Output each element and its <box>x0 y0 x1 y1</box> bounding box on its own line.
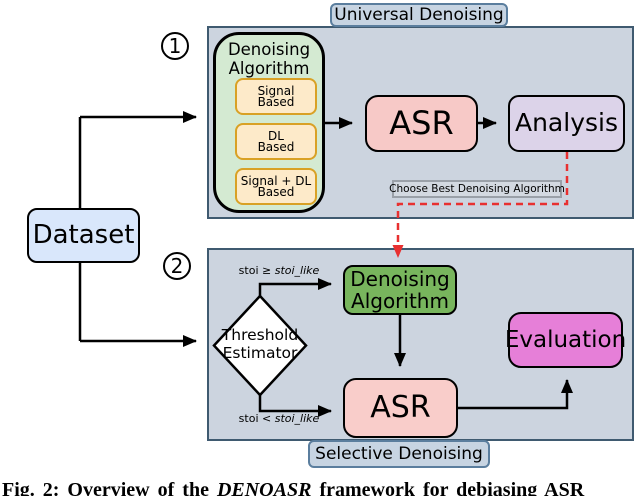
asr1-label: ASR <box>389 103 454 142</box>
choose-best-denoising-label: Choose Best Denoising Algorithm <box>389 180 565 198</box>
dataset-node: Dataset <box>27 208 140 263</box>
step-2-badge: 2 <box>163 252 191 280</box>
caption-framework-name: DENOASR <box>216 479 312 496</box>
step-1-badge: 1 <box>161 32 189 60</box>
denoising-algorithm-title-line2: Algorithm <box>228 59 310 78</box>
condition-top-variable: stoi_like <box>274 264 320 277</box>
threshold-line2: Estimator <box>222 343 298 362</box>
step-2-number: 2 <box>170 254 184 278</box>
evaluation-label: Evaluation <box>504 326 627 353</box>
dl-based-line2: Based <box>257 139 295 154</box>
asr-node-selective: ASR <box>343 378 458 438</box>
signal-dl-based-line1: Signal + DL <box>240 173 312 188</box>
signal-dl-based-line2: Based <box>257 184 295 199</box>
universal-denoising-tag-text: Universal Denoising <box>334 5 504 25</box>
signal-based-line2: Based <box>257 94 295 109</box>
dl-based-node: DL Based <box>235 123 317 160</box>
denoising-algorithm-title-line1: Denoising <box>227 40 311 59</box>
threshold-line1: Threshold <box>221 326 299 344</box>
denoising2-line2: Algorithm <box>351 289 449 313</box>
analysis-node: Analysis <box>508 95 625 152</box>
signal-dl-based-node: Signal + DL Based <box>235 168 317 205</box>
selected-denoising-algorithm-node: Denoising Algorithm <box>343 265 457 315</box>
denoising2-line1: Denoising <box>350 267 450 291</box>
signal-based-line1: Signal <box>257 83 295 98</box>
condition-stoi-lt-label: stoi < stoi_like <box>224 412 334 425</box>
denoising-algorithm-title: Denoising Algorithm <box>216 40 322 78</box>
caption-suffix: framework for debiasing ASR <box>311 479 585 496</box>
step-1-number: 1 <box>168 34 182 58</box>
dataset-label: Dataset <box>32 219 135 250</box>
dl-based-line1: DL <box>268 128 284 143</box>
selective-denoising-tag: Selective Denoising <box>308 440 490 468</box>
analysis-label: Analysis <box>514 108 618 138</box>
universal-denoising-tag: Universal Denoising <box>330 3 508 27</box>
signal-based-node: Signal Based <box>235 78 317 115</box>
selective-denoising-tag-text: Selective Denoising <box>315 444 483 464</box>
condition-top-prefix: stoi ≥ <box>238 264 275 277</box>
figure-caption: Fig. 2: Overview of the DENOASR framewor… <box>2 479 640 496</box>
condition-bottom-prefix: stoi < <box>238 412 275 425</box>
choose-best-denoising-text: Choose Best Denoising Algorithm <box>389 183 565 195</box>
caption-prefix: Fig. 2: Overview of the <box>2 479 217 496</box>
threshold-estimator-label: Threshold Estimator <box>214 326 306 362</box>
condition-stoi-geq-label: stoi ≥ stoi_like <box>224 264 334 277</box>
condition-bottom-variable: stoi_like <box>274 412 320 425</box>
denoising-algorithm-container: Denoising Algorithm Signal Based DL Base… <box>213 32 325 213</box>
asr2-label: ASR <box>370 390 431 426</box>
asr-node-universal: ASR <box>365 95 478 152</box>
evaluation-node: Evaluation <box>504 312 627 368</box>
